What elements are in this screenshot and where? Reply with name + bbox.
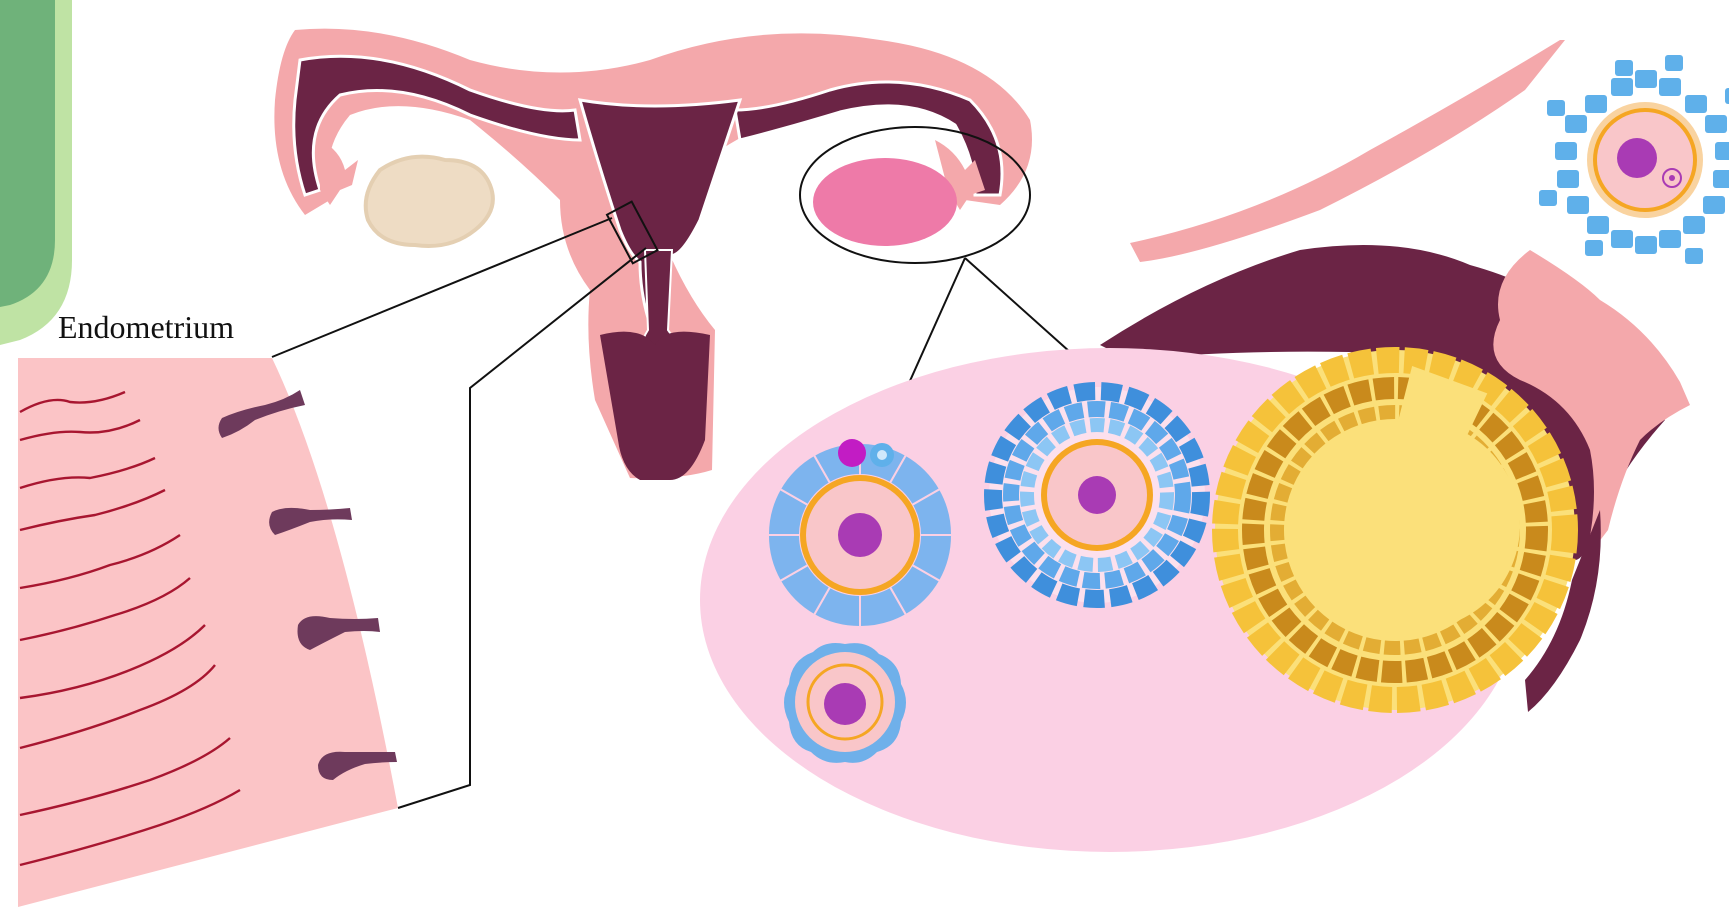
secondary-follicle bbox=[989, 387, 1205, 603]
endometrium-detail bbox=[18, 358, 398, 907]
follicle-nucleus bbox=[1078, 476, 1116, 514]
left-fimbriae bbox=[320, 140, 358, 205]
follicle-nucleus bbox=[824, 683, 866, 725]
ovulated-oocyte bbox=[1539, 55, 1729, 264]
left-ovary bbox=[366, 157, 493, 246]
tube-fimbria-pink bbox=[1130, 40, 1565, 262]
follicle-nucleus bbox=[838, 513, 882, 557]
vaginal-canal bbox=[600, 332, 710, 480]
endometrium-label: Endometrium bbox=[58, 309, 234, 345]
oocyte-nucleus bbox=[1617, 138, 1657, 178]
green-panel-corner bbox=[0, 0, 72, 345]
right-ovary bbox=[813, 158, 957, 246]
corpus-luteum bbox=[1215, 350, 1575, 710]
primordial-follicle bbox=[784, 643, 906, 763]
